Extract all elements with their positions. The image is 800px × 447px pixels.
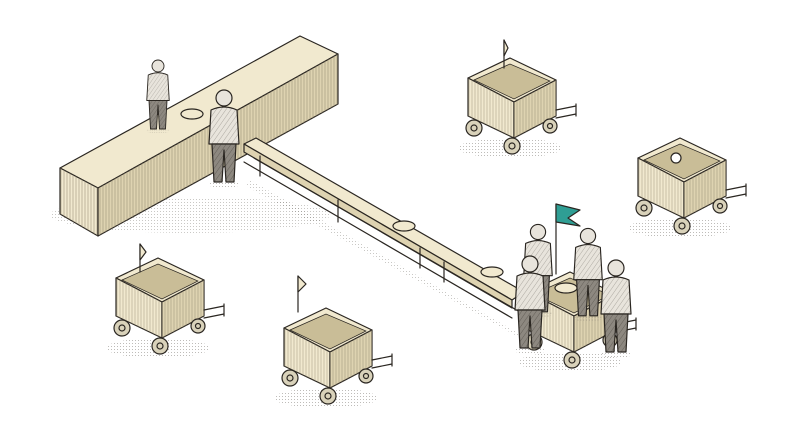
working-cart bbox=[517, 203, 637, 373]
cart-top-center bbox=[457, 39, 577, 159]
pie-on-counter bbox=[180, 108, 204, 120]
cart-left bbox=[105, 243, 225, 359]
teal-flag-icon bbox=[555, 203, 581, 227]
cart-bottom-center bbox=[273, 275, 393, 409]
pie-on-conveyor bbox=[392, 220, 416, 232]
pie-on-conveyor bbox=[480, 266, 504, 278]
conveyor-rail bbox=[243, 137, 525, 340]
cart-right bbox=[627, 137, 747, 239]
